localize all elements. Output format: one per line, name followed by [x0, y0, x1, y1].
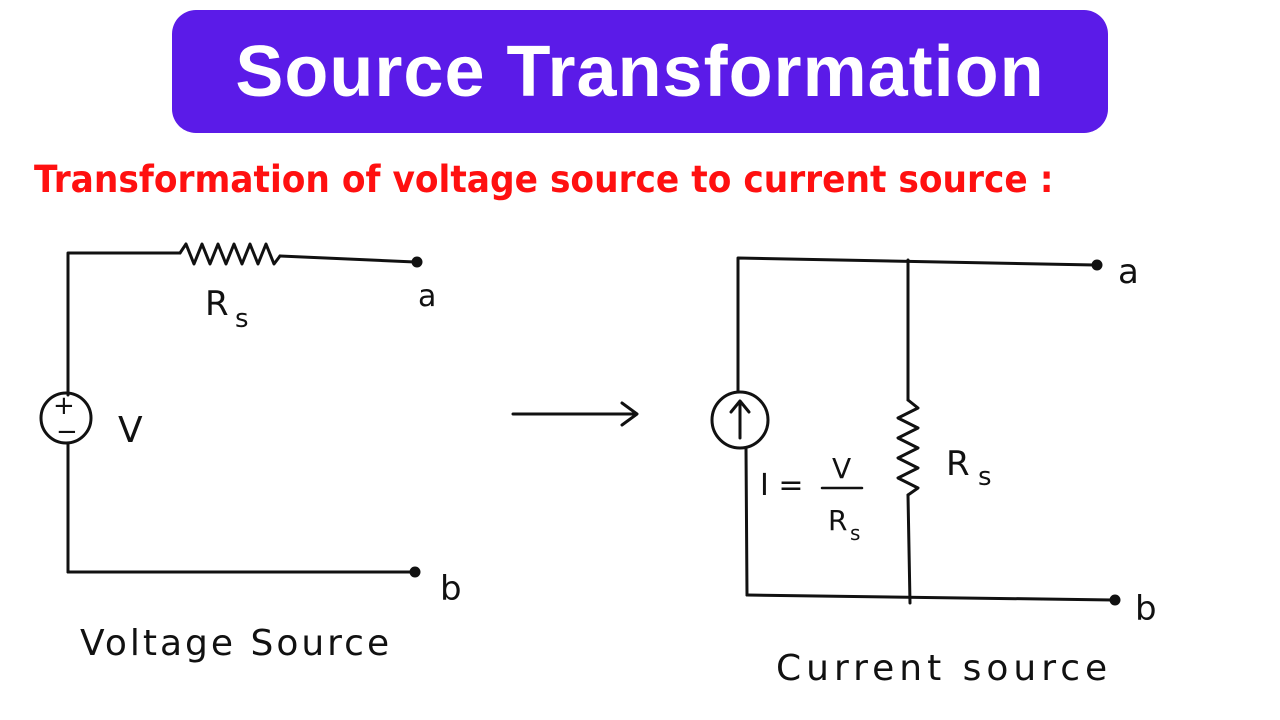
terminal-a-label: a	[418, 279, 436, 314]
formula-denominator: R	[828, 504, 847, 537]
transformation-arrow	[511, 401, 639, 427]
resistor-subscript: s	[978, 462, 992, 492]
source-label-v: V	[118, 410, 143, 451]
wire	[744, 446, 749, 597]
shunt-wire-bottom	[906, 493, 912, 605]
formula-lhs: I =	[760, 468, 804, 503]
voltage-source-symbol	[39, 391, 93, 445]
current-source-caption: Current source	[776, 648, 1112, 689]
formula-numerator: V	[832, 452, 851, 485]
terminal-b-label: b	[440, 569, 462, 609]
top-wire	[66, 251, 182, 397]
title-banner: Source Transformation	[172, 10, 1108, 133]
resistor-label: R	[205, 284, 229, 324]
current-source-circuit: R s I = V R s a b Current source	[710, 252, 1157, 689]
resistor-subscript: s	[235, 304, 249, 334]
terminal-a-dot	[1091, 259, 1103, 271]
page-title: Source Transformation	[235, 31, 1045, 112]
resistor-label: R	[946, 444, 970, 484]
terminal-a-dot	[411, 256, 423, 268]
current-source-symbol	[710, 390, 770, 450]
subtitle: Transformation of voltage source to curr…	[34, 158, 1054, 201]
left-wire	[736, 256, 1097, 394]
minus-sign: −	[56, 417, 78, 447]
plus-sign: +	[53, 391, 75, 421]
resistor-rs	[178, 242, 282, 266]
terminal-b-label: b	[1135, 589, 1157, 629]
voltage-source-caption: Voltage Source	[80, 623, 392, 664]
wire-to-a	[278, 254, 417, 264]
voltage-source-circuit: + − V R s a b Voltage Source	[39, 242, 462, 664]
arrow-head	[729, 399, 751, 414]
terminal-b-dot	[409, 566, 421, 578]
bottom-wire	[745, 593, 1115, 602]
resistor-rs	[896, 398, 920, 497]
formula-denominator-subscript: s	[850, 521, 860, 545]
terminal-b-dot	[1109, 594, 1121, 606]
terminal-a-label: a	[1118, 252, 1139, 292]
